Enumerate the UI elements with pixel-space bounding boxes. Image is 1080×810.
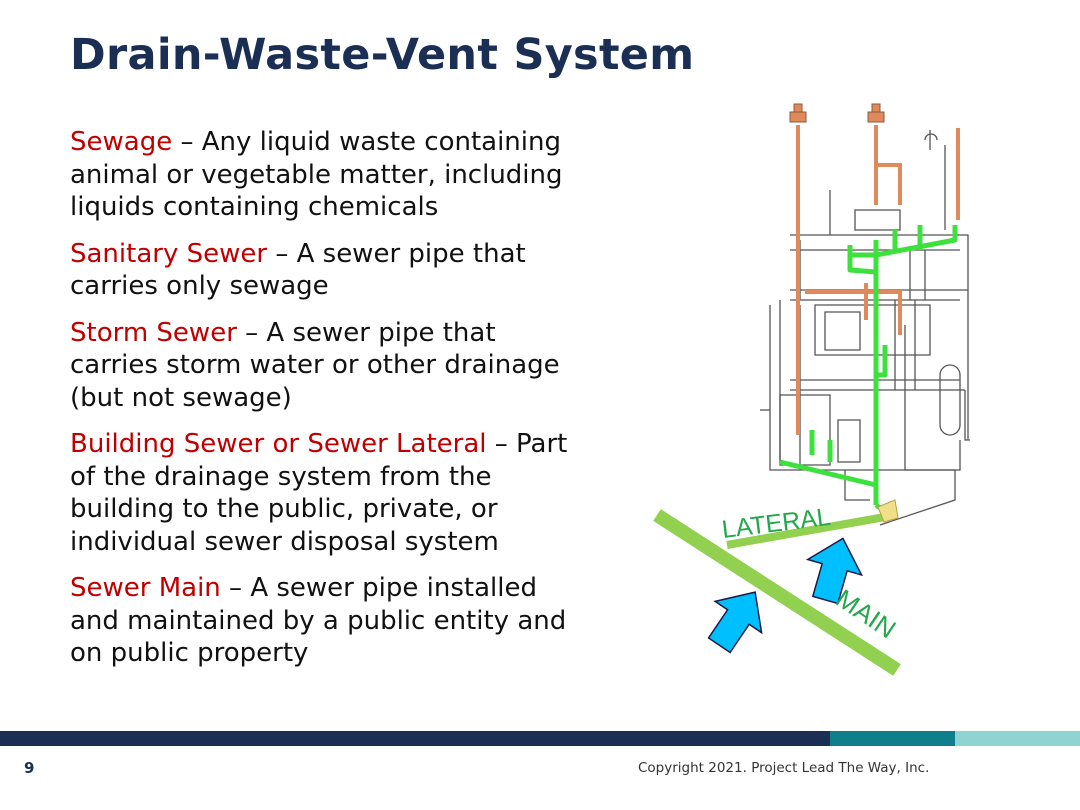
lateral-fitting — [877, 499, 899, 523]
sewer-main-pipe — [653, 509, 901, 676]
term-definition: – A sewer pipe that carries storm water … — [70, 317, 560, 413]
flow-arrow-icon — [707, 591, 763, 654]
footer-bar-navy — [0, 731, 830, 746]
term-name: Storm Sewer — [70, 317, 237, 348]
footer-bar — [0, 731, 1080, 746]
flow-arrow-icon — [805, 537, 864, 605]
term-sewer-main: Sewer Main – A sewer pipe installed and … — [70, 572, 570, 670]
dwv-illustration: LATERAL MAIN — [653, 103, 970, 676]
term-name: Building Sewer or Sewer Lateral — [70, 429, 487, 459]
term-definition: – A sewer pipe that carries only sewage — [70, 238, 526, 302]
slide-title: Drain-Waste-Vent System — [70, 30, 695, 80]
term-name: Sanitary Sewer — [70, 238, 268, 269]
term-building-sewer: Building Sewer or Sewer Lateral – Part o… — [70, 428, 570, 558]
term-definition: – Any liquid waste containing animal or … — [70, 127, 563, 222]
vent-caps — [789, 103, 885, 123]
term-name: Sewage — [70, 127, 173, 157]
vent-pipes — [796, 125, 960, 435]
copyright-notice: Copyright 2021. Project Lead The Way, In… — [638, 760, 930, 776]
term-storm-sewer: Storm Sewer – A sewer pipe that carries … — [70, 317, 570, 415]
footer-bar-light — [955, 731, 1080, 746]
term-name: Sewer Main — [70, 573, 221, 603]
sewer-lateral-pipe — [726, 513, 886, 549]
term-definition: – Part of the drainage system from the b… — [70, 429, 568, 557]
term-list: Sewage – Any liquid waste containing ani… — [70, 126, 570, 684]
sewer-pipes — [653, 499, 901, 676]
term-sewage: Sewage – Any liquid waste containing ani… — [70, 126, 570, 224]
slide-number: 9 — [24, 759, 35, 777]
term-definition: – A sewer pipe installed and maintained … — [70, 573, 567, 668]
drain-pipes — [779, 225, 958, 518]
term-sanitary-sewer: Sanitary Sewer – A sewer pipe that carri… — [70, 238, 570, 303]
footer-bar-teal — [830, 731, 955, 746]
